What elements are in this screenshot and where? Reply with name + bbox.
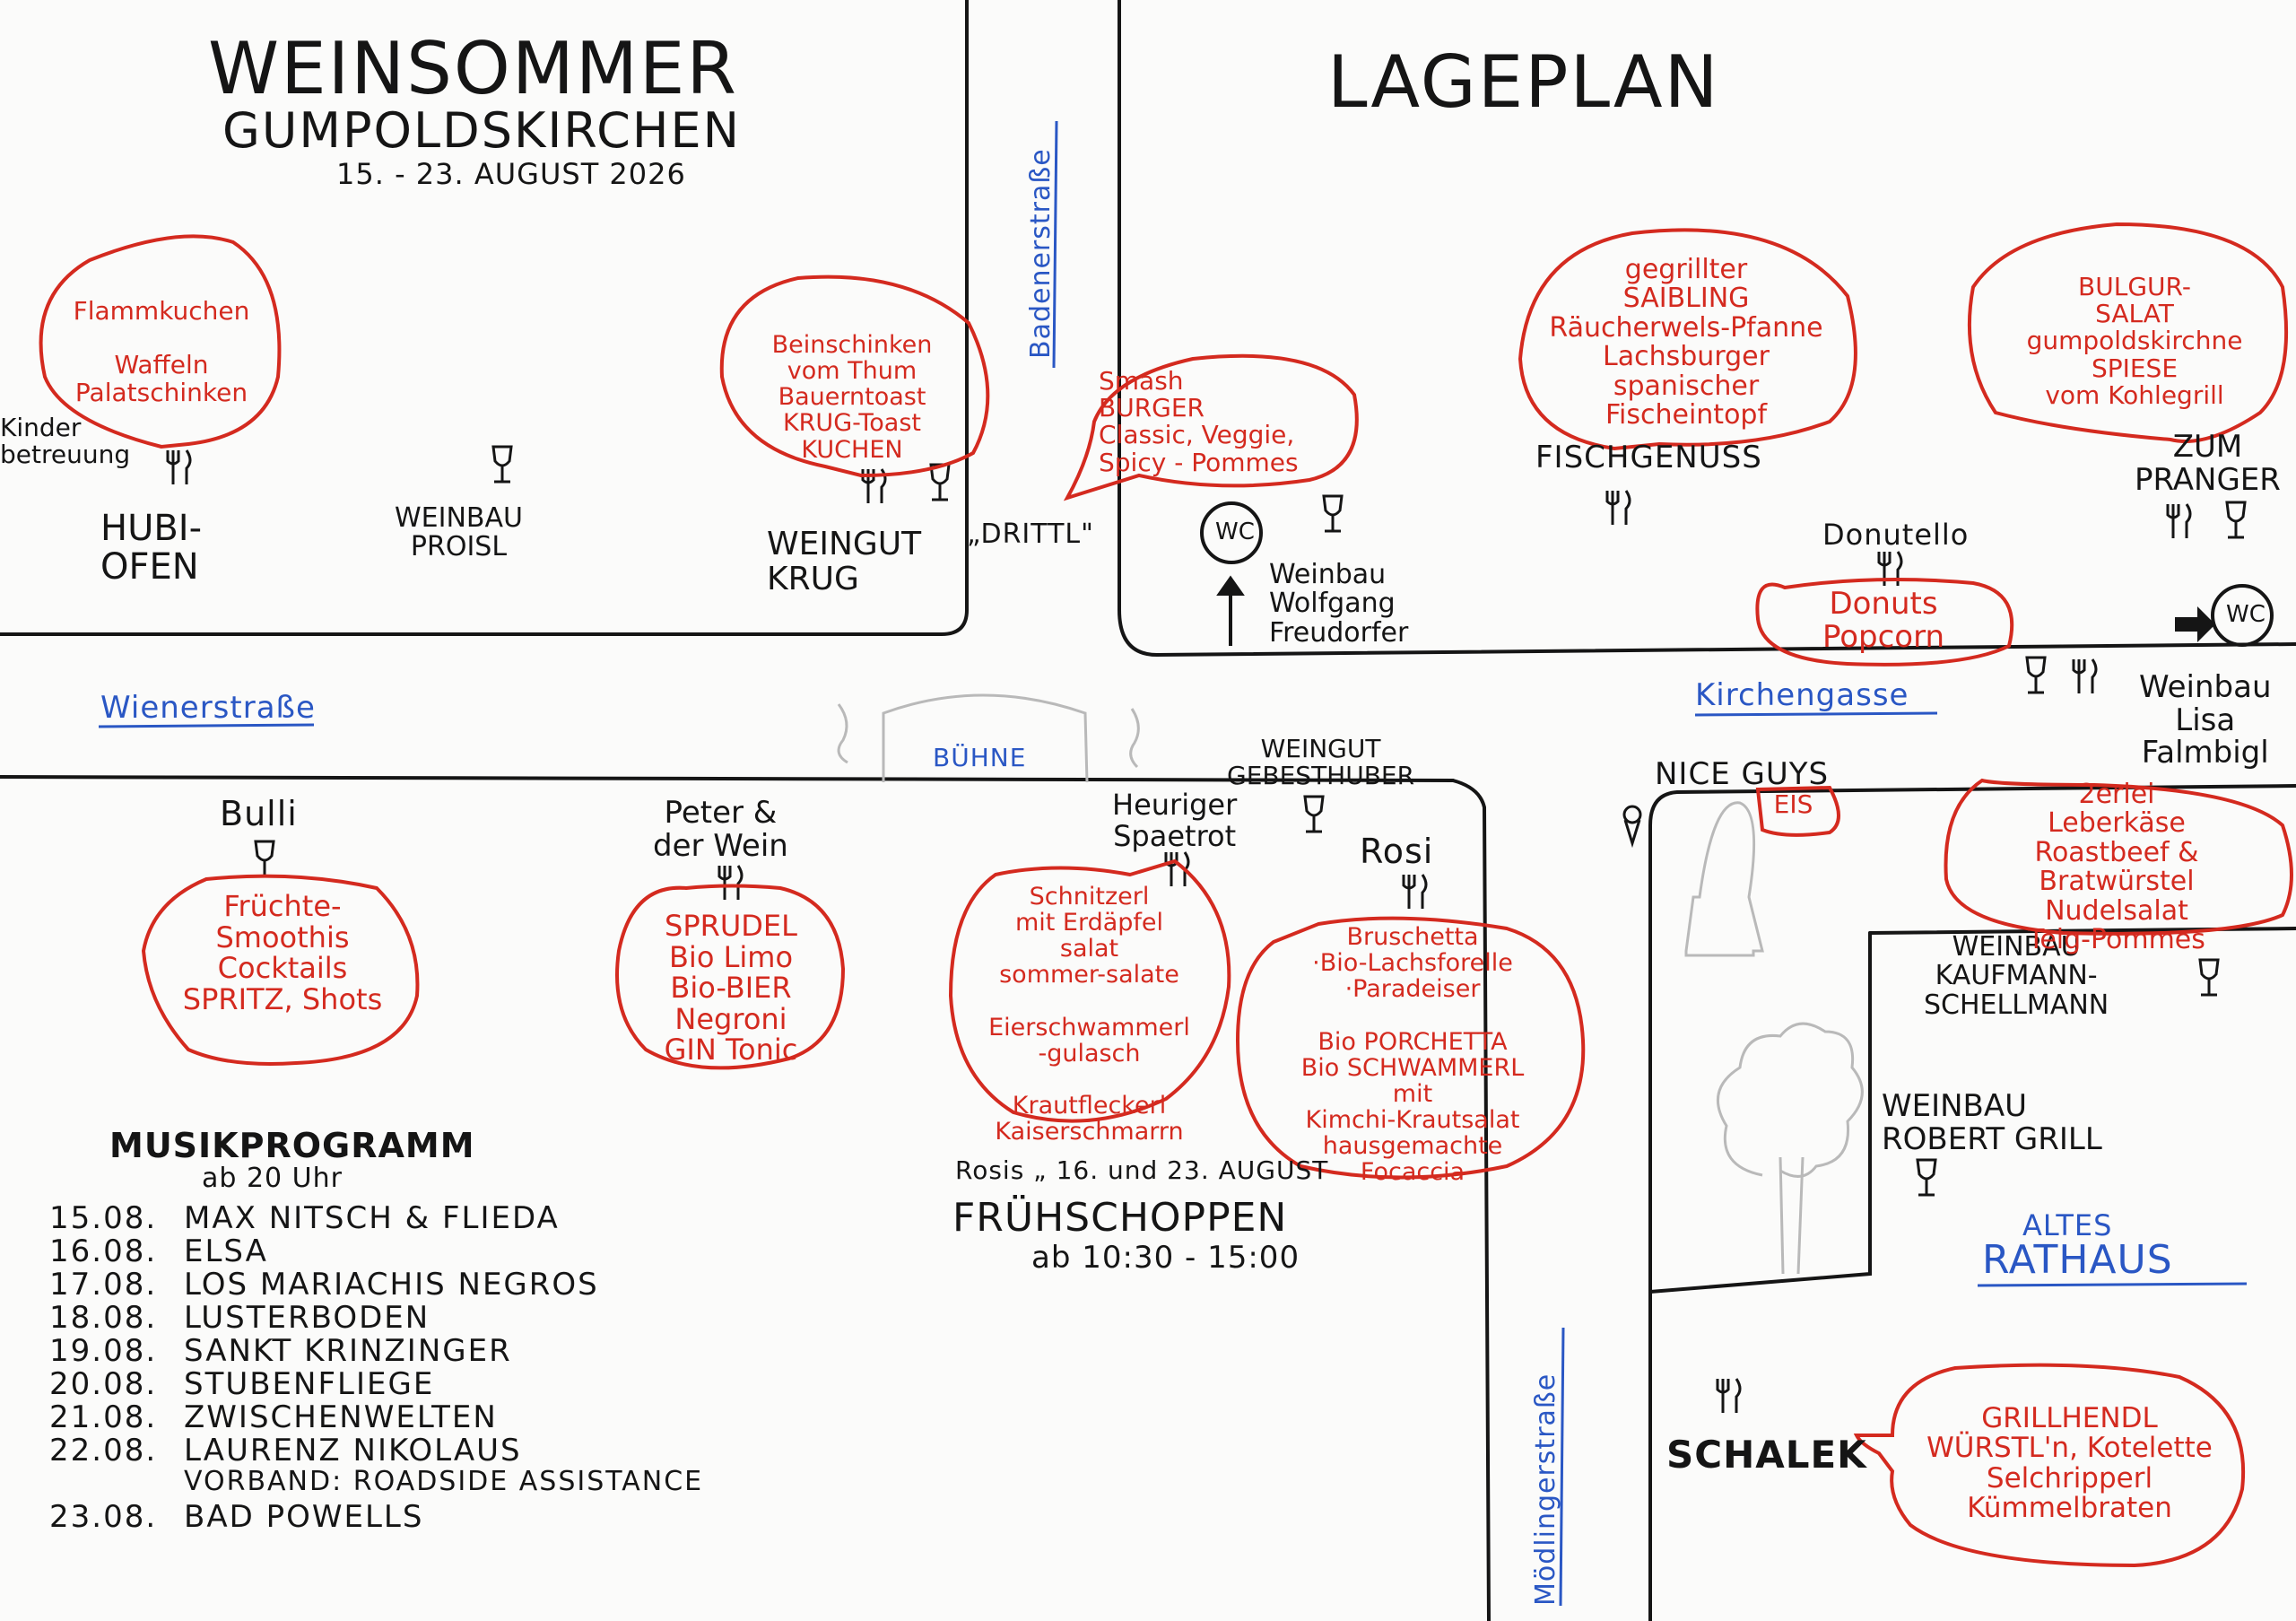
music-date: 16.08.	[49, 1233, 158, 1269]
stand-donutello: Donutello	[1822, 518, 1970, 552]
menu-krug: Beinschinken vom Thum Bauerntoast KRUG-T…	[771, 331, 933, 464]
stand-fischgenuss: FISCHGENUSS	[1535, 440, 1762, 475]
music-act: LUSTERBODEN	[184, 1300, 430, 1336]
music-date: 15.08.	[49, 1200, 158, 1236]
rathaus-label: RATHAUS	[1982, 1237, 2173, 1283]
music-act: SANKT KRINZINGER	[184, 1333, 512, 1369]
music-row: 18.08. LUSTERBODEN	[49, 1300, 703, 1336]
music-act: STUBENFLIEGE	[184, 1366, 435, 1402]
music-date: 20.08.	[49, 1366, 158, 1402]
street-moedlinger: Mödlingerstraße	[1530, 1373, 1561, 1606]
stand-falmbigl: Weinbau Lisa Falmbigl	[2139, 669, 2272, 771]
stand-grill: WEINBAU ROBERT GRILL	[1882, 1088, 2102, 1157]
altes-label: ALTES	[2022, 1208, 2113, 1242]
music-title: MUSIKPROGRAMM	[109, 1126, 475, 1165]
menu-peter: SPRUDEL Bio Limo Bio-BIER Negroni GIN To…	[664, 909, 798, 1068]
music-act: BAD POWELLS	[184, 1499, 424, 1535]
statue-drawing	[1684, 801, 1764, 957]
music-date: 23.08.	[49, 1499, 158, 1535]
event-dates: 15. - 23. AUGUST 2026	[336, 157, 686, 191]
music-subtitle: ab 20 Uhr	[202, 1163, 343, 1194]
music-row: 21.08. ZWISCHENWELTEN	[49, 1399, 703, 1435]
menu-leberkaese: 2erlei Leberkäse Roastbeef & Bratwürstel…	[2028, 779, 2205, 955]
music-row: VORBAND: ROADSIDE ASSISTANCE	[49, 1466, 703, 1499]
arrow-right-icon	[2175, 606, 2215, 642]
stand-proisl: WEINBAU PROISL	[395, 502, 523, 563]
stand-hubi: HUBI- OFEN	[100, 508, 203, 588]
wc-circle-2	[2211, 584, 2274, 647]
wc-label-1: WC	[1215, 519, 1255, 545]
street-wiener: Wienerstraße	[100, 690, 316, 726]
music-date: 21.08.	[49, 1399, 158, 1435]
music-row: 20.08. STUBENFLIEGE	[49, 1366, 703, 1402]
menu-bubbles	[39, 222, 2293, 1568]
music-act: ELSA	[184, 1233, 268, 1269]
music-date: 19.08.	[49, 1333, 158, 1369]
stand-pranger: ZUM PRANGER	[2135, 429, 2281, 498]
map-title: LAGEPLAN	[1327, 40, 1720, 124]
menu-spaetrot: Schnitzerl mit Erdäpfel salat sommer-sal…	[988, 883, 1190, 1146]
stage-label: BÜHNE	[933, 743, 1027, 772]
fruehschoppen-dates: Rosis „ 16. und 23. AUGUST	[955, 1155, 1329, 1185]
menu-rosi: Bruschetta ·Bio-Lachsforelle ·Paradeiser…	[1300, 923, 1525, 1187]
music-act: LAURENZ NIKOLAUS	[184, 1433, 522, 1468]
arrow-up-icon	[1216, 575, 1245, 646]
street-underlines	[98, 120, 2248, 1607]
music-row: 17.08. LOS MARIACHIS NEGROS	[49, 1267, 703, 1303]
wc-label-2: WC	[2226, 601, 2266, 628]
stand-kaufmann: WEINBAU KAUFMANN- SCHELLMANN	[1924, 931, 2109, 1021]
tree-drawing	[1716, 1022, 1864, 1275]
menu-pranger: BULGUR- SALAT gumpoldskirchne SPIESE vom…	[2026, 272, 2243, 410]
music-row: 22.08. LAURENZ NIKOLAUS	[49, 1433, 703, 1468]
music-date: 22.08.	[49, 1433, 158, 1468]
stand-bulli: Bulli	[220, 794, 298, 833]
stand-schalek: SCHALEK	[1666, 1433, 1867, 1477]
stand-gebesthuber: WEINGUT GEBESTHUBER	[1227, 734, 1415, 791]
stand-krug: WEINGUT KRUG	[767, 526, 922, 597]
menu-donuts: Donuts Popcorn	[1822, 586, 1945, 655]
music-row: 19.08. SANKT KRINZINGER	[49, 1333, 703, 1369]
music-row: 16.08. ELSA	[49, 1233, 703, 1269]
menu-bulli: Früchte- Smoothis Cocktails SPRITZ, Shot…	[182, 889, 383, 1016]
music-row: 15.08. MAX NITSCH & FLIEDA	[49, 1200, 703, 1236]
menu-eis: EIS	[1773, 789, 1813, 819]
music-date	[49, 1466, 184, 1499]
music-act: ZWISCHENWELTEN	[184, 1399, 498, 1435]
stand-kinder: Kinder betreuung	[0, 413, 131, 470]
music-act: MAX NITSCH & FLIEDA	[184, 1200, 560, 1236]
music-act: VORBAND: ROADSIDE ASSISTANCE	[184, 1466, 704, 1497]
menu-hubi: Flammkuchen Waffeln Palatschinken	[73, 296, 250, 407]
wc-circle-1	[1200, 501, 1263, 564]
music-date: 18.08.	[49, 1300, 158, 1336]
stand-freudorfer: Weinbau Wolfgang Freudorfer	[1269, 559, 1409, 649]
stand-rosi: Rosi	[1360, 832, 1434, 871]
event-title: WEINSOMMER	[208, 27, 739, 110]
stand-niceguys: NICE GUYS	[1655, 756, 1830, 792]
street-kirchengasse: Kirchengasse	[1695, 677, 1909, 713]
stand-dritt: „DRITTL"	[967, 519, 1094, 550]
stand-peter: Peter & der Wein	[653, 795, 788, 864]
music-date: 17.08.	[49, 1267, 158, 1303]
menu-schalek: GRILLHENDL WÜRSTL'n, Kotelette Selchripp…	[1926, 1402, 2213, 1525]
stand-spaetrot: Heuriger Spaetrot	[1112, 788, 1238, 853]
music-act: LOS MARIACHIS NEGROS	[184, 1267, 599, 1303]
stage-drawing	[837, 693, 1140, 783]
menu-burger: Smash BURGER Classic, Veggie, Spicy - Po…	[1099, 366, 1299, 477]
fruehschoppen-times: ab 10:30 - 15:00	[1031, 1240, 1300, 1276]
ice-cream-icon	[1622, 805, 1642, 849]
street-badener: Badenerstraße	[1025, 148, 1057, 359]
fruehschoppen-title: FRÜHSCHOPPEN	[952, 1195, 1288, 1241]
menu-fisch: gegrillter SAIBLING Räucherwels-Pfanne L…	[1549, 254, 1823, 431]
music-row: 23.08. BAD POWELLS	[49, 1499, 703, 1535]
event-subtitle: GUMPOLDSKIRCHEN	[222, 102, 741, 159]
